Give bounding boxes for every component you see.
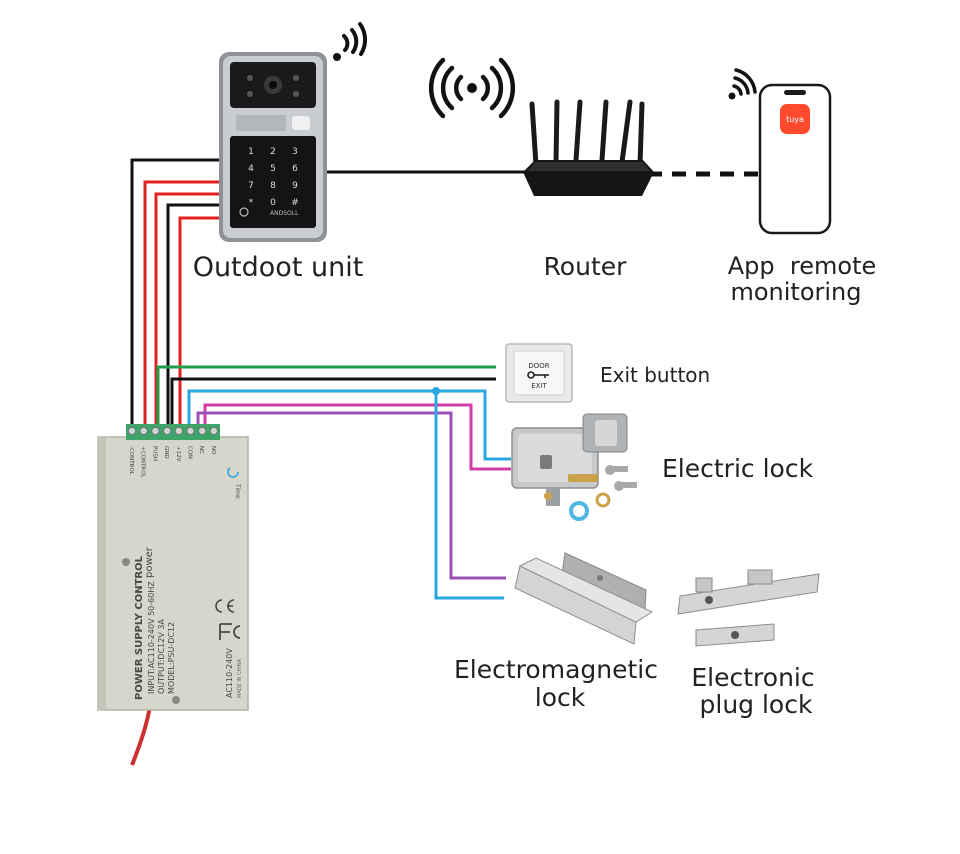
call-button [292,116,310,130]
ce-mark-icon [215,599,235,613]
terminal-label: -CONTROL [128,446,134,476]
exit-button: DOOR EXIT [505,343,573,403]
wire-blue-electric [187,389,511,461]
time-adjust-icon [227,467,239,478]
label-app-line1: App remote [728,252,877,280]
tuya-app-icon [780,104,810,134]
keypad-key: 1 [248,147,254,157]
outdoor-unit: 1 2 3 4 5 6 7 8 9 * 0 # ANDSOLL [219,52,327,242]
exit-plate-door: DOOR [528,362,549,370]
keypad-key: 6 [292,164,298,174]
label-plug-lock-line1: Electronic [691,663,814,692]
smartphone: tuya [758,83,832,235]
speaker-grille [236,115,286,131]
wire-black-outer [130,158,222,430]
wire-black-inner [166,203,222,430]
terminal-screw [139,426,148,435]
wire-green-exit [156,365,496,430]
exit-plate-exit: EXIT [531,382,547,390]
psu-spec-line-2: OUTPUT:DC12V 3A [157,619,166,694]
wires [130,158,758,766]
terminal-label: NC [198,446,204,454]
keypad-key: 0 [270,198,276,208]
terminal-label: NO [210,446,216,455]
keypad-panel [230,136,316,228]
wifi-icon-router [428,57,516,119]
keypad-key: 4 [248,164,254,174]
keypad-key: # [291,198,299,208]
psu-spec-line-1: INPUT:AC110-240V 50-60HZ [147,581,156,694]
keypad-key: 9 [292,181,298,191]
psu-voltage-label: AC110-240V [225,648,234,698]
keypad-key: 3 [292,147,298,157]
wifi-icon-outdoor [333,22,368,61]
psu-power-label: power [144,546,155,578]
rfid-icon [239,207,249,217]
keypad-key: 2 [270,147,276,157]
electromagnetic-lock [514,552,654,645]
terminal-label: +12V [175,446,181,462]
wire-black-exit [170,377,496,430]
key-icon [527,371,549,379]
terminal-screw [151,426,160,435]
psu-time-label: Time [234,483,241,499]
psu-title: POWER SUPPLY CONTROL [134,555,145,700]
keypad-key: 7 [248,181,254,191]
wire-red-middle [154,192,222,430]
app-brand: tuya [786,115,804,124]
wire-blue-em [434,391,504,600]
wire-purple-em [196,411,506,580]
label-router: Router [544,252,628,281]
router [523,99,654,196]
label-electric-lock: Electric lock [662,454,814,483]
keypad-key: 8 [270,181,276,191]
electronic-plug-lock [677,569,820,647]
psu-spec-line-3: MODEL:PSU-DC12 [167,622,176,694]
terminal-block [126,424,220,440]
wire-junction [432,387,440,395]
wire-red-inner [178,216,222,430]
wire-magenta-electric [203,403,511,471]
keypad: 1 2 3 4 5 6 7 8 9 * 0 # [248,147,299,208]
terminal-label: COM [187,446,193,459]
terminal-screw [127,426,136,435]
fc-mark-icon [219,623,241,640]
outdoor-brand: ANDSOLL [270,210,299,217]
terminal-screw [163,426,172,435]
terminal-label: PUSH [151,446,157,461]
wire-red-outer [143,180,222,430]
label-exit-button: Exit button [600,363,710,387]
terminal-screw [209,426,218,435]
keypad-key: * [249,198,254,208]
mains-cable [130,705,152,766]
terminal-screw [198,426,207,435]
terminal-labels: -CONTROL +CONTROL PUSH GND +12V COM NC NO [128,446,216,478]
label-em-lock-line2: lock [535,683,586,712]
psu-screw-top [122,558,130,566]
psu-sub-label: MADE IN CHINA [237,658,243,698]
label-app-line2: monitoring [730,278,861,306]
label-em-lock-line1: Electromagnetic [454,655,658,684]
keypad-key: 5 [270,164,276,174]
wifi-icon-phone [728,68,757,100]
terminal-screws [127,426,218,435]
label-outdoor-unit: Outdoot unit [193,252,364,283]
electric-lock [511,413,637,521]
terminal-screw [174,426,183,435]
psu-screw-bottom [172,696,180,704]
label-plug-lock-line2: plug lock [700,690,813,719]
terminal-screw [186,426,195,435]
terminal-label: +CONTROL [140,446,146,478]
terminal-label: GND [163,446,169,459]
